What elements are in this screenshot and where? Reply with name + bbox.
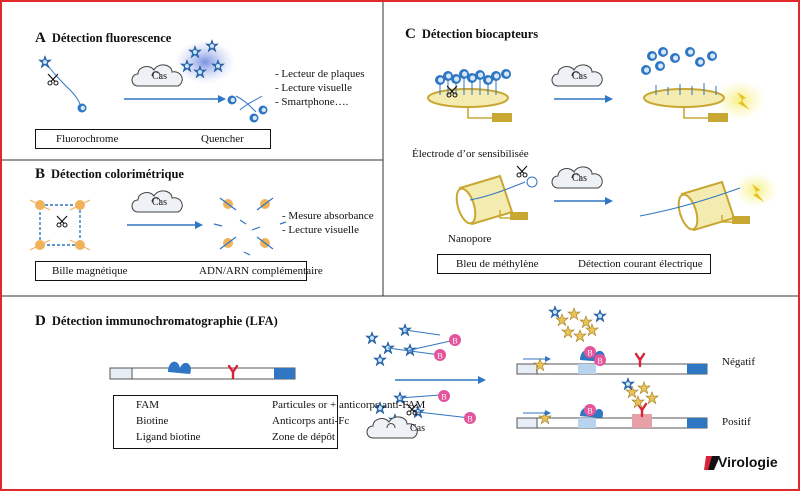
legend-d-anti-fc: Anticorps anti-Fc <box>272 415 350 427</box>
panel-a-artwork <box>38 39 268 123</box>
output-a-3: - Smartphone…. <box>275 96 349 108</box>
legend-d-biotin: Biotine <box>136 415 169 427</box>
legend-c-current: Détection courant électrique <box>578 258 703 270</box>
virologie-logo-mark <box>704 456 720 470</box>
output-b-1: - Mesure absorbance <box>282 210 374 222</box>
section-a-title: A Détection fluorescence <box>35 30 171 47</box>
legend-c-methylene: Bleu de méthylène <box>456 258 539 270</box>
section-a-title-text: Détection fluorescence <box>51 31 172 45</box>
section-b-title-text: Détection colorimétrique <box>51 167 184 181</box>
output-a-2: - Lecture visuelle <box>275 82 352 94</box>
cas-label-c1: Cas <box>572 71 587 82</box>
legend-b-dna: ADN/ARN complémentaire <box>199 265 323 277</box>
legend-d-ligand: Ligand biotine <box>136 431 201 443</box>
legend-d-particles: Particules or + anticorps anti-FAM <box>272 399 426 411</box>
panel-b-artwork <box>29 190 287 256</box>
legend-d: FAM Biotine Ligand biotine Particules or… <box>113 395 425 449</box>
section-d-title-text: Détection immunochromatographie (LFA) <box>51 314 278 328</box>
output-b-2: - Lecture visuelle <box>282 224 359 236</box>
virologie-logo: Virologie <box>704 452 786 474</box>
cas-label-d: Cas <box>410 423 425 434</box>
cas-label-b: Cas <box>152 197 167 208</box>
panel-c-artwork <box>427 47 778 232</box>
nanopore-label: Nanopore <box>448 233 492 245</box>
section-c-title: C Détection biocapteurs <box>405 26 538 43</box>
section-b-letter: B <box>35 166 46 182</box>
result-negative: Négatif <box>722 356 755 368</box>
section-a-letter: A <box>35 30 46 46</box>
section-c-letter: C <box>405 26 416 42</box>
section-b-title: B Détection colorimétrique <box>35 166 184 183</box>
virologie-logo-text: Virologie <box>718 454 778 470</box>
legend-c: Bleu de méthylène Détection courant élec… <box>437 254 711 274</box>
cas-label-a: Cas <box>152 71 167 82</box>
legend-d-deposit: Zone de dépôt <box>272 431 335 443</box>
output-a-1: - Lecteur de plaques <box>275 68 365 80</box>
section-c-title-text: Détection biocapteurs <box>421 27 539 41</box>
panel-d-artwork <box>109 305 708 439</box>
cas-label-c2: Cas <box>572 173 587 184</box>
electrode-label: Électrode d’or sensibilisée <box>412 148 529 160</box>
legend-b-bead: Bille magnétique <box>52 265 128 277</box>
legend-b: Bille magnétique ADN/ARN complémentaire <box>35 261 323 281</box>
legend-a-fluorochrome: Fluorochrome <box>56 133 119 145</box>
legend-a-quencher: Quencher <box>201 133 244 145</box>
result-positive: Positif <box>722 416 751 428</box>
legend-d-fam: FAM <box>136 399 160 411</box>
section-d-title: D Détection immunochromatographie (LFA) <box>35 313 278 330</box>
legend-a: Fluorochrome Quencher <box>35 129 271 149</box>
section-d-letter: D <box>35 313 46 329</box>
